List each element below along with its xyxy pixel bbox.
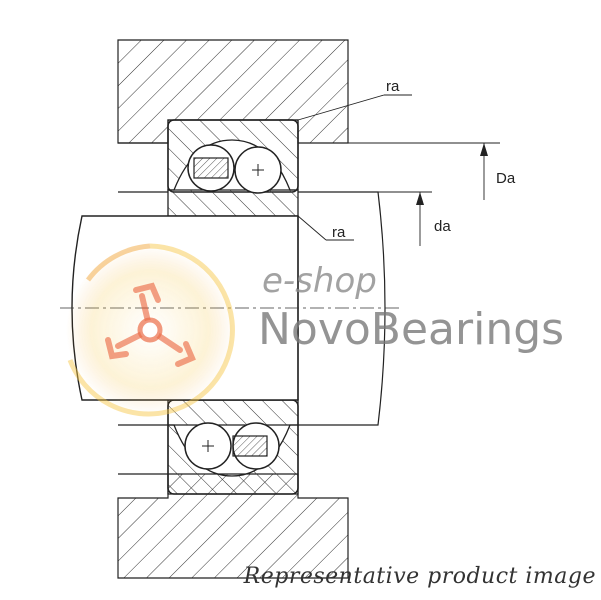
label-ra-top: ra	[386, 78, 400, 95]
label-ra-bottom: ra	[332, 224, 346, 241]
caption-representative: Representative product image	[243, 564, 596, 589]
bearing-upper-section	[167, 119, 299, 217]
ra-leader-bottom	[297, 215, 354, 241]
dimension-da-arrow	[416, 192, 424, 246]
label-da: da	[434, 218, 451, 235]
watermark-eshop: e-shop	[262, 261, 377, 301]
watermark-logo	[66, 243, 235, 417]
ra-leader-top	[297, 94, 412, 121]
dimension-Da-arrow	[480, 143, 488, 200]
bearing-lower-section	[167, 399, 299, 495]
label-Da: Da	[496, 170, 516, 187]
watermark-brand: NovoBearings	[258, 304, 564, 355]
dimension-extension-lines	[118, 142, 500, 475]
